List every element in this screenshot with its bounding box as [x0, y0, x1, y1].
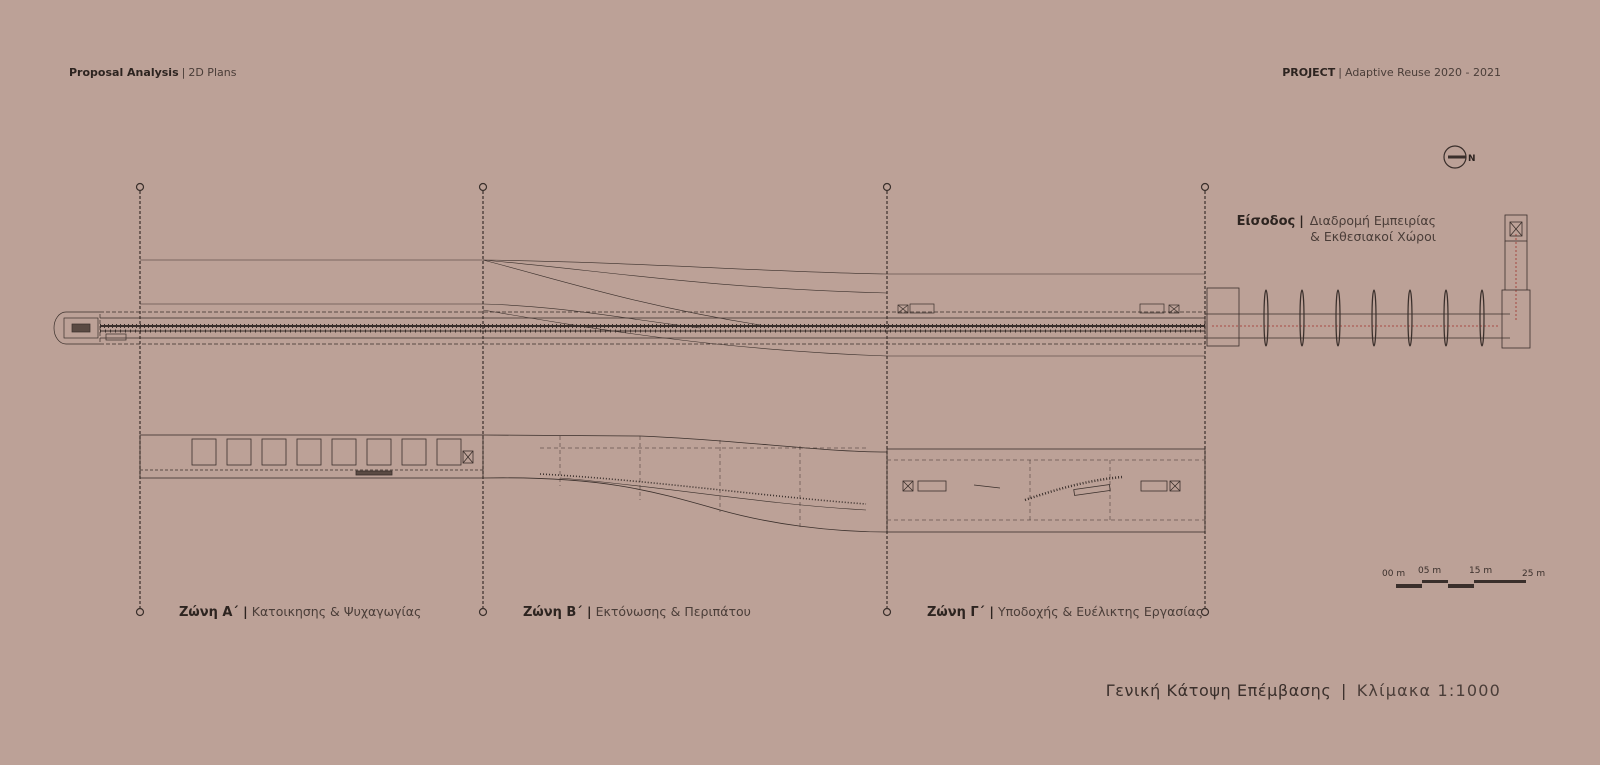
track-curves — [140, 259, 1205, 357]
zone-divider-lines — [135, 182, 1210, 617]
entrance-line2: & Εκθεσιακοί Χώροι — [1310, 229, 1436, 244]
zone-a-name: Ζώνη Α΄ — [179, 605, 239, 620]
header-left-subtitle: 2D Plans — [188, 66, 237, 79]
zone-b-name: Ζώνη Β΄ — [523, 605, 583, 620]
drawing-title: Γενική Κάτοψη Επέμβασης | Κλίμακα 1:1000 — [1106, 681, 1501, 700]
zone-c-plan — [886, 448, 1206, 533]
zone-c-name: Ζώνη Γ΄ — [927, 605, 985, 620]
entrance-ribs — [1263, 289, 1485, 347]
zone-a-label: Ζώνη Α΄|Κατοικησης & Ψυχαγωγίας — [179, 604, 422, 620]
zone-c-label: Ζώνη Γ΄|Υποδοχής & Ευέλικτης Εργασίας — [927, 604, 1204, 620]
entrance-name: Είσοδος — [1236, 214, 1296, 229]
north-arrow-icon: N — [1443, 145, 1476, 169]
scale-label-2: 15 m — [1469, 566, 1493, 576]
drawing-scale: Κλίμακα 1:1000 — [1356, 681, 1501, 700]
zone-b-label: Ζώνη Β΄|Εκτόνωσης & Περιπάτου — [523, 604, 751, 620]
scale-label-1: 05 m — [1418, 566, 1442, 576]
drawing-title-text: Γενική Κάτοψη Επέμβασης — [1105, 681, 1332, 700]
zone-b-description: Εκτόνωσης & Περιπάτου — [595, 604, 751, 619]
header-left-separator: | — [181, 66, 186, 79]
header-left: Proposal Analysis|2D Plans — [69, 66, 236, 79]
zone-b-plan — [482, 434, 888, 533]
header-right: PROJECT|Adaptive Reuse 2020 - 2021 — [1282, 66, 1501, 79]
scale-label-3: 25 m — [1522, 569, 1546, 579]
entrance-corridor — [1205, 214, 1531, 349]
header-right-separator: | — [1338, 66, 1342, 79]
entrance-line1: Διαδρομή Εμπειρίας — [1309, 213, 1436, 228]
zone-a-description: Κατοικησης & Ψυχαγωγίας — [251, 604, 422, 619]
zone-a-plan — [139, 434, 484, 479]
scale-bar — [1396, 580, 1526, 588]
zone-c-description: Υποδοχής & Ευέλικτης Εργασίας — [997, 604, 1204, 619]
north-arrow-label: N — [1468, 154, 1476, 164]
header-left-title: Proposal Analysis — [69, 66, 179, 79]
header-right-title: PROJECT — [1282, 66, 1336, 79]
main-linear-platform — [53, 303, 1206, 345]
drawing-title-separator: | — [1341, 681, 1348, 700]
scale-label-0: 00 m — [1382, 569, 1406, 579]
entrance-label: Είσοδος|Διαδρομή Εμπειρίας & Εκθεσιακοί … — [1236, 213, 1436, 244]
header-right-subtitle: Adaptive Reuse 2020 - 2021 — [1344, 66, 1501, 79]
